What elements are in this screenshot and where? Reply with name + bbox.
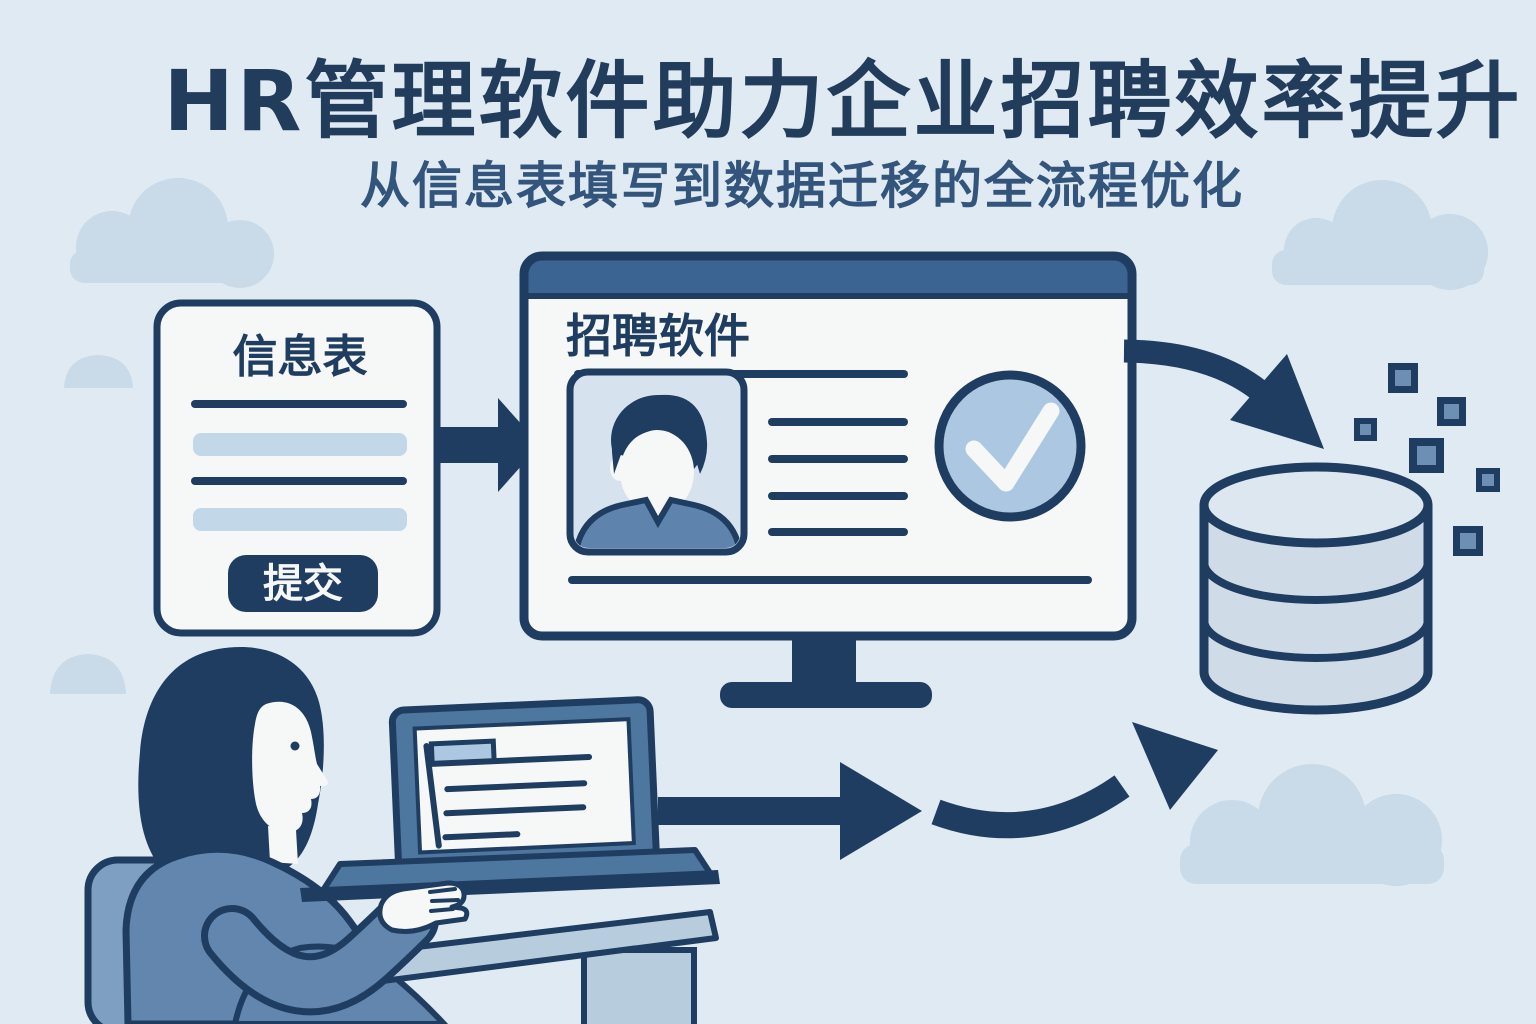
cloud-icon-bottom-left — [50, 654, 126, 694]
cloud-icon-small-left — [64, 355, 133, 388]
arrow-right-icon — [438, 398, 540, 492]
laptop-icon — [300, 696, 720, 902]
cloud-icon-top-right — [1272, 180, 1488, 290]
recruiting-app-title: 招聘软件 — [566, 309, 750, 363]
woman-eye — [290, 741, 300, 751]
desk-leg — [581, 947, 697, 1024]
form-card-icon: 信息表 提交 — [153, 299, 441, 637]
arrow-right-icon-bottom — [658, 762, 922, 860]
curved-arrow-up-icon — [931, 722, 1218, 839]
monitor-top-bar — [524, 256, 1132, 295]
form-field-bar — [193, 508, 407, 531]
database-cylinder-icon — [1199, 462, 1433, 715]
cloud-icon-bottom-right — [1180, 764, 1444, 886]
cloud-icon-top-left — [70, 178, 274, 288]
woman-face — [252, 701, 328, 833]
form-card-title: 信息表 — [232, 330, 367, 383]
submit-button — [228, 555, 378, 612]
form-field-bar — [193, 433, 407, 456]
submit-button-label: 提交 — [263, 561, 343, 607]
document-folder-icon — [423, 738, 593, 849]
data-squares-icon — [1354, 363, 1500, 556]
woman-arm — [201, 880, 470, 1016]
page-subtitle: 从信息表填写到数据迁移的全流程优化 — [360, 157, 1244, 215]
check-circle-icon — [934, 370, 1086, 522]
woman-neck — [268, 826, 298, 864]
page-title: HR管理软件助力企业招聘效率提升 — [164, 52, 1523, 150]
monitor-icon: 招聘软件 — [519, 251, 1137, 641]
curved-arrow-down-icon — [1123, 339, 1324, 449]
woman-hand — [377, 880, 470, 934]
profile-text-lines — [768, 418, 908, 536]
candidate-avatar-icon — [566, 368, 748, 556]
